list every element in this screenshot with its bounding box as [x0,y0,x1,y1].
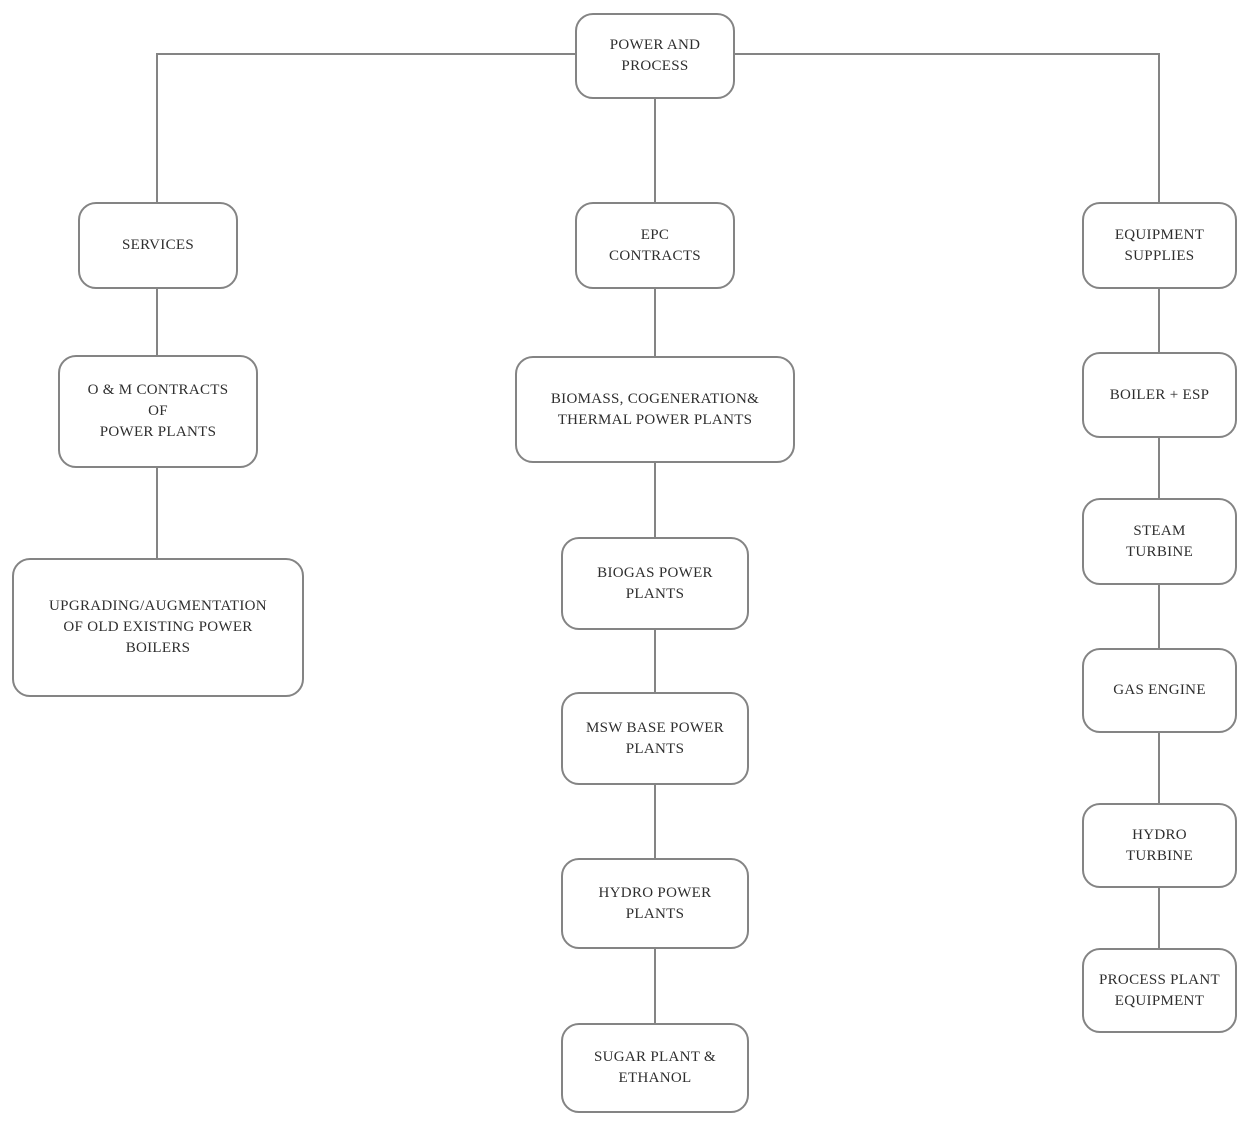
node-hydro-turbine: HYDRO TURBINE [1082,803,1237,888]
connector-msw-to-hydro-power [654,785,656,858]
connector-root-right-horizontal [735,53,1159,55]
connector-biomass-to-biogas [654,463,656,537]
connector-root-to-equipment-supplies [1158,53,1160,202]
node-equipment-supplies: EQUIPMENT SUPPLIES [1082,202,1237,289]
node-services: SERVICES [78,202,238,289]
connector-gas-engine-to-hydro-turbine [1158,733,1160,803]
connector-root-to-services [156,53,158,202]
node-steam-turbine: STEAM TURBINE [1082,498,1237,585]
node-process-plant-equipment: PROCESS PLANT EQUIPMENT [1082,948,1237,1033]
connector-steam-turbine-to-gas-engine [1158,585,1160,648]
connector-services-to-om-contracts [156,289,158,355]
connector-biogas-to-msw [654,630,656,692]
node-boiler-esp: BOILER + ESP [1082,352,1237,438]
node-hydro-power-plants: HYDRO POWER PLANTS [561,858,749,949]
connector-epc-to-biomass [654,289,656,356]
node-biomass-cogeneration: BIOMASS, COGENERATION& THERMAL POWER PLA… [515,356,795,463]
node-sugar-plant-ethanol: SUGAR PLANT & ETHANOL [561,1023,749,1113]
connector-root-to-epc-contracts [654,99,656,202]
node-biogas-power-plants: BIOGAS POWER PLANTS [561,537,749,630]
node-msw-base-power-plants: MSW BASE POWER PLANTS [561,692,749,785]
node-epc-contracts: EPC CONTRACTS [575,202,735,289]
node-om-contracts: O & M CONTRACTS OF POWER PLANTS [58,355,258,468]
connector-root-left-horizontal [157,53,575,55]
connector-boiler-to-steam-turbine [1158,438,1160,498]
node-gas-engine: GAS ENGINE [1082,648,1237,733]
node-power-and-process: POWER AND PROCESS [575,13,735,99]
node-upgrading-augmentation: UPGRADING/AUGMENTATION OF OLD EXISTING P… [12,558,304,697]
connector-hydro-turbine-to-process-plant [1158,888,1160,948]
connector-om-contracts-to-upgrading [156,468,158,558]
connector-equipment-to-boiler [1158,289,1160,352]
connector-hydro-power-to-sugar [654,949,656,1023]
